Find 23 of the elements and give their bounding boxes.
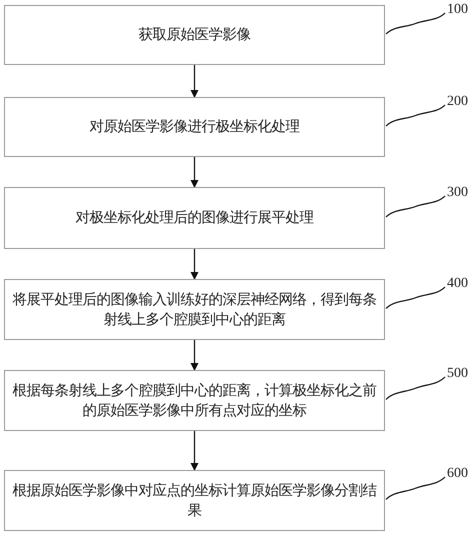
step-number: 200 xyxy=(447,94,468,110)
arrow xyxy=(190,65,198,98)
step-number: 500 xyxy=(447,366,468,382)
step-number: 400 xyxy=(447,276,468,292)
leader-line xyxy=(386,12,446,34)
process-box: 将展平处理后的图像输入训练好的深层神经网络，得到每条射线上多个腔膜到中心的距离 xyxy=(4,279,385,340)
arrow xyxy=(190,340,198,371)
arrow xyxy=(190,157,198,188)
arrow xyxy=(190,431,198,471)
step-number: 300 xyxy=(447,185,468,201)
arrow xyxy=(190,249,198,280)
process-box: 获取原始医学影像 xyxy=(4,5,385,65)
leader-line xyxy=(386,286,446,309)
process-box: 根据每条射线上多个腔膜到中心的距离，计算极坐标化之前的原始医学影像中所有点对应的坐标 xyxy=(4,370,385,431)
leader-line xyxy=(386,104,446,126)
leader-line xyxy=(386,376,446,400)
process-box: 根据原始医学影像中对应点的坐标计算原始医学影像分割结果 xyxy=(4,470,385,531)
step-number: 600 xyxy=(447,466,468,482)
leader-line xyxy=(386,196,446,218)
leader-line xyxy=(386,476,446,500)
step-number: 100 xyxy=(447,2,468,18)
process-box: 对原始医学影像进行极坐标化处理 xyxy=(4,97,385,157)
process-box: 对极坐标化处理后的图像进行展平处理 xyxy=(4,187,385,249)
